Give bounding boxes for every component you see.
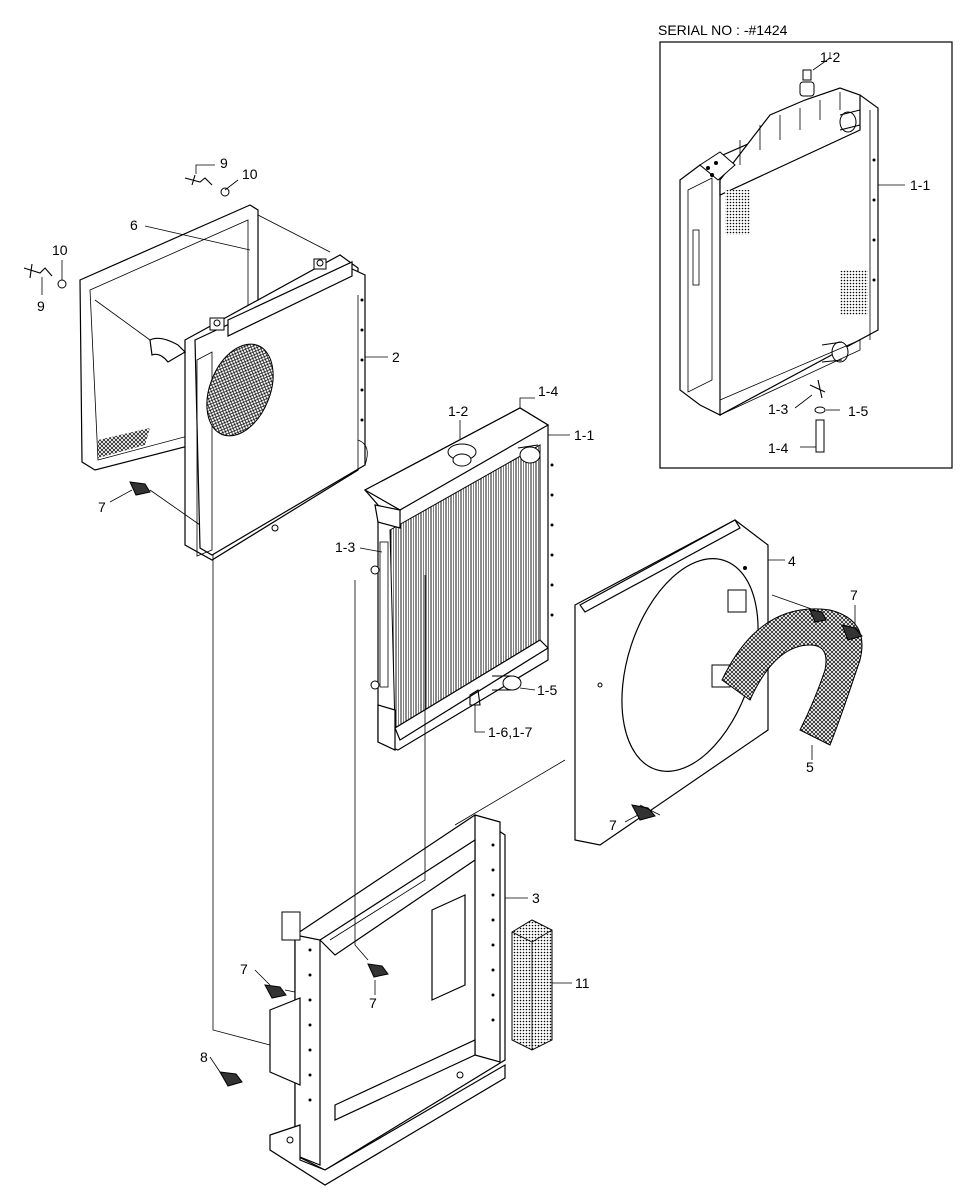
callout-9-left: 9 — [37, 298, 45, 314]
callout-1-1-inset: 1-1 — [910, 177, 930, 193]
callout-11: 11 — [575, 975, 590, 991]
callout-7-bottom: 7 — [609, 817, 617, 833]
callout-2: 2 — [392, 349, 400, 365]
callout-1-5: 1-5 — [537, 682, 557, 698]
callout-10-left: 10 — [52, 242, 68, 258]
callout-1-3: 1-3 — [335, 539, 355, 555]
fan-guard — [574, 519, 769, 846]
sponge-block — [511, 919, 553, 1051]
callout-7-shroud: 7 — [98, 499, 106, 515]
callout-1-2-inset: 1-2 — [820, 49, 840, 65]
inset-frame — [659, 41, 953, 469]
callout-7-frame-mid: 7 — [369, 995, 377, 1011]
callout-10-top: 10 — [242, 166, 258, 182]
callout-1-6-1-7: 1-6,1-7 — [488, 724, 533, 740]
callout-1-1: 1-1 — [574, 427, 594, 443]
serial-number-label: SERIAL NO : -#1424 — [658, 22, 788, 38]
callout-7-fan: 7 — [850, 587, 858, 603]
callout-1-3-inset: 1-3 — [768, 401, 788, 417]
callout-4: 4 — [788, 553, 796, 569]
callout-8: 8 — [200, 1049, 208, 1065]
support-frame — [269, 814, 506, 1186]
callout-1-2: 1-2 — [448, 403, 468, 419]
radiator-shroud — [149, 254, 368, 561]
radiator-core — [363, 407, 554, 751]
callout-6: 6 — [130, 217, 138, 233]
callout-9-top: 9 — [220, 155, 228, 171]
callout-1-4-inset: 1-4 — [768, 440, 788, 456]
callout-1-4: 1-4 — [538, 383, 558, 399]
callout-5: 5 — [806, 759, 814, 775]
callout-1-5-inset: 1-5 — [848, 403, 868, 419]
callout-3: 3 — [532, 890, 540, 906]
callout-7-frame-left: 7 — [240, 961, 248, 977]
inset-radiator — [679, 69, 879, 453]
